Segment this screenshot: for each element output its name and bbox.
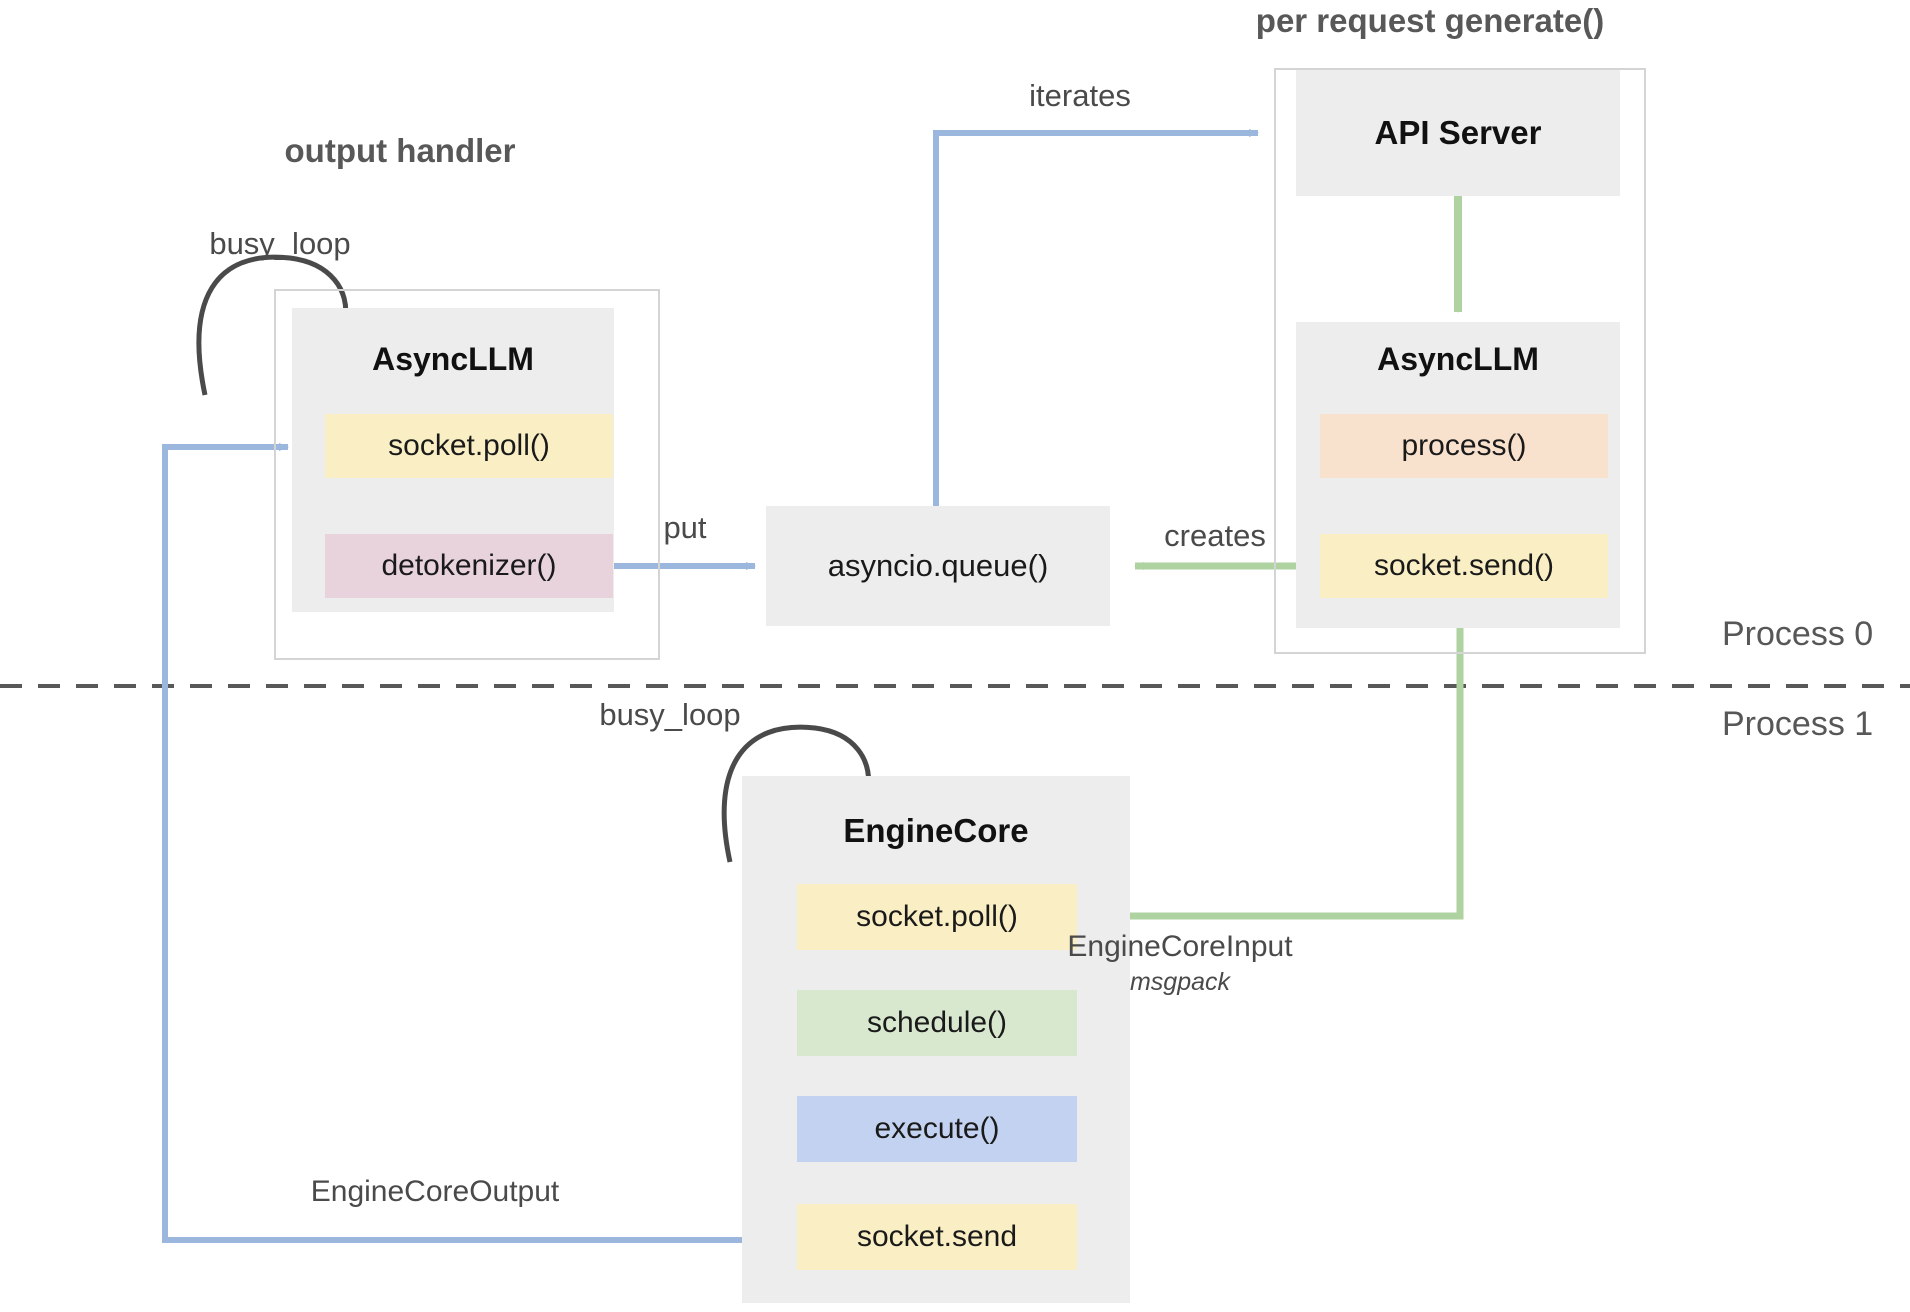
per-request-process-box[interactable]: process(): [1320, 414, 1608, 478]
engine-core-input-label: EngineCoreInput: [1067, 930, 1293, 963]
put-label: put: [663, 510, 707, 545]
creates-label: creates: [1164, 518, 1266, 553]
engine-core-socket-poll-box[interactable]: socket.poll(): [797, 884, 1077, 950]
output-handler-asyncllm-title: AsyncLLM: [372, 341, 534, 377]
per-request-asyncllm-title: AsyncLLM: [1377, 341, 1539, 377]
busy-loop-label-output-handler: busy_loop: [209, 226, 351, 261]
asyncio-queue-box[interactable]: asyncio.queue(): [766, 506, 1110, 626]
output-handler-frame: [274, 289, 660, 660]
engine-core-execute-box[interactable]: execute(): [797, 1096, 1077, 1162]
engine-core-schedule-box[interactable]: schedule(): [797, 990, 1077, 1056]
per-request-socket-send-box[interactable]: socket.send(): [1320, 534, 1608, 598]
engine-core-title: EngineCore: [843, 812, 1029, 849]
process-1-label: Process 1: [1722, 705, 1874, 743]
output-handler-heading: output handler: [284, 132, 516, 169]
iterates-label: iterates: [1029, 78, 1131, 113]
iterates-arrow: [933, 129, 1259, 506]
per-request-frame: [1274, 68, 1646, 654]
per-request-heading: per request generate(): [1255, 2, 1605, 39]
output-handler-socket-poll-box[interactable]: socket.poll(): [325, 414, 613, 478]
output-handler-detokenizer-box[interactable]: detokenizer(): [325, 534, 613, 598]
engine-core-socket-send-box[interactable]: socket.send: [797, 1204, 1077, 1270]
process-0-label: Process 0: [1722, 615, 1874, 653]
api-server-box[interactable]: API Server: [1296, 70, 1620, 196]
engine-core-input-sublabel: msgpack: [1129, 968, 1231, 996]
engine-core-output-label: EngineCoreOutput: [310, 1175, 560, 1208]
busy-loop-label-engine-core: busy_loop: [599, 697, 741, 732]
